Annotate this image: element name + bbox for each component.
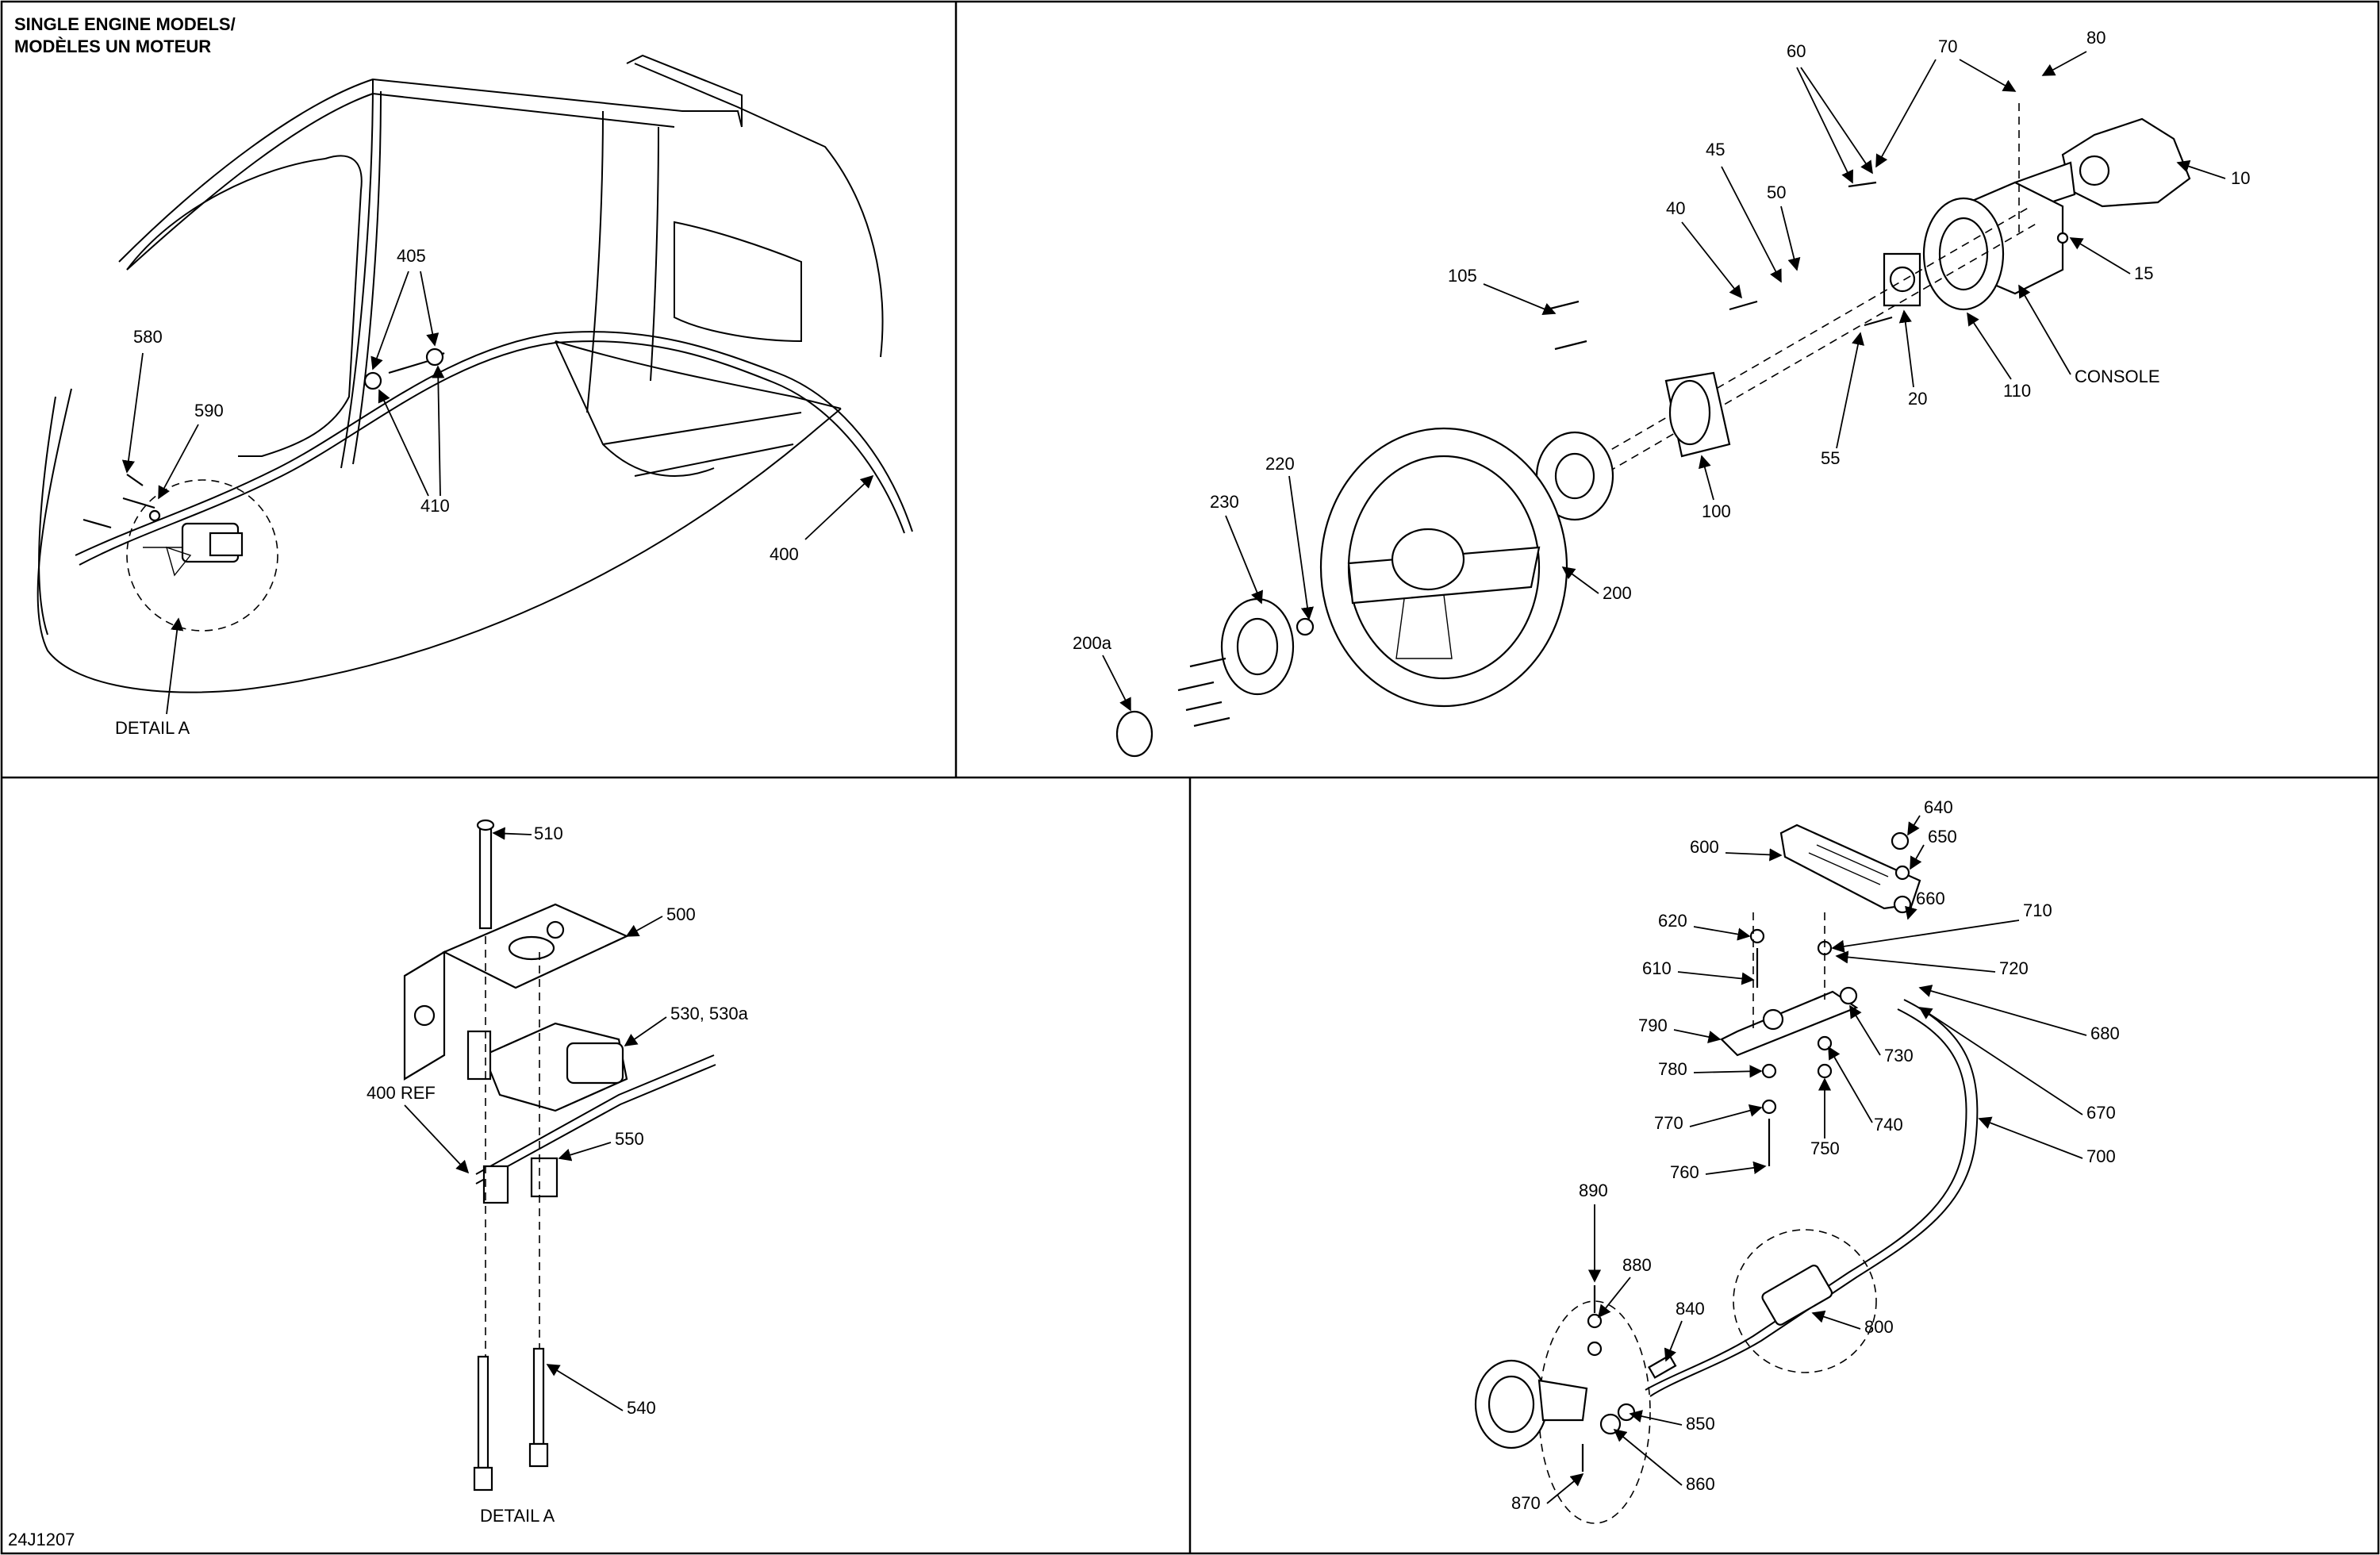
callout-580: 580 xyxy=(133,327,163,347)
adapter-ring-230 xyxy=(1220,597,1315,696)
callout-55: 55 xyxy=(1821,448,1840,468)
callout-600: 600 xyxy=(1690,837,1719,857)
callout-650: 650 xyxy=(1928,827,1957,847)
emblem-200a xyxy=(1115,710,1154,758)
panel-top-right: 60 70 80 10 15 45 50 40 105 20 110 CONSO… xyxy=(1073,28,2250,758)
callout-710: 710 xyxy=(2023,900,2052,920)
detail-a-circle xyxy=(126,479,278,632)
console-label: CONSOLE xyxy=(2075,367,2160,386)
callout-45: 45 xyxy=(1706,140,1725,159)
callout-200a: 200a xyxy=(1073,633,1112,653)
callout-730: 730 xyxy=(1884,1046,1914,1065)
panel-bottom-left: 510 500 530, 530a 400 REF 550 540 DETAIL… xyxy=(367,819,749,1526)
callout-760: 760 xyxy=(1670,1162,1699,1182)
callout-850: 850 xyxy=(1686,1414,1715,1434)
panel-title-line1: SINGLE ENGINE MODELS/ xyxy=(14,14,236,34)
callout-670: 670 xyxy=(2086,1103,2116,1123)
callout-750: 750 xyxy=(1810,1138,1840,1158)
callout-800: 800 xyxy=(1864,1317,1894,1337)
hub-adapter-100 xyxy=(1664,371,1731,458)
callout-740: 740 xyxy=(1874,1115,1903,1135)
callout-20: 20 xyxy=(1908,389,1927,409)
callout-80: 80 xyxy=(2086,28,2106,48)
panel-title-line2: MODÈLES UN MOTEUR xyxy=(14,36,211,56)
hull-outline-drawing xyxy=(36,54,913,693)
callout-220: 220 xyxy=(1265,454,1295,474)
callout-70: 70 xyxy=(1938,36,1957,56)
mounting-bracket-500 xyxy=(403,903,629,1081)
callout-680: 680 xyxy=(2090,1023,2120,1043)
callout-105: 105 xyxy=(1448,266,1477,286)
panel-top-left: SINGLE ENGINE MODELS/ MODÈLES UN MOTEUR xyxy=(14,14,913,738)
bezel-110 xyxy=(1922,197,2005,311)
panel-bottom-right: 640 650 600 660 710 620 720 610 680 790 … xyxy=(1474,797,2120,1524)
callout-100: 100 xyxy=(1702,501,1731,521)
callout-870: 870 xyxy=(1511,1493,1541,1513)
steering-housing-10 xyxy=(2013,117,2191,212)
callout-230: 230 xyxy=(1210,492,1239,512)
long-bolts-540 xyxy=(473,1347,549,1492)
callout-860: 860 xyxy=(1686,1474,1715,1494)
callout-620: 620 xyxy=(1658,911,1687,931)
callout-540: 540 xyxy=(627,1398,656,1418)
callout-780: 780 xyxy=(1658,1059,1687,1079)
callout-10: 10 xyxy=(2231,168,2250,188)
callout-110: 110 xyxy=(2003,381,2031,401)
callout-530: 530, 530a xyxy=(670,1004,749,1023)
callout-550: 550 xyxy=(615,1129,644,1149)
callout-890: 890 xyxy=(1579,1181,1608,1200)
callout-640: 640 xyxy=(1924,797,1953,817)
callout-610: 610 xyxy=(1642,958,1672,978)
detail-a-caption-top: DETAIL A xyxy=(115,718,190,738)
detail-circle-800 xyxy=(1733,1229,1877,1373)
callout-40: 40 xyxy=(1666,198,1685,218)
clamp-set-405 xyxy=(363,347,445,390)
callout-405: 405 xyxy=(397,246,426,266)
steering-wheel-200 xyxy=(1319,427,1568,708)
callout-790: 790 xyxy=(1638,1016,1668,1035)
drawing-id: 24J1207 xyxy=(8,1530,75,1549)
detail-a-caption-bottom: DETAIL A xyxy=(480,1506,555,1526)
callouts-top-left: 580 590 405 410 400 xyxy=(121,246,874,715)
detail-circle-gear xyxy=(1474,1300,1651,1524)
callout-60: 60 xyxy=(1787,41,1806,61)
callout-200: 200 xyxy=(1603,583,1632,603)
callout-660: 660 xyxy=(1916,889,1945,908)
bolt-set-detail-a xyxy=(83,474,161,529)
lever-arm-790 xyxy=(1720,990,1859,1057)
callout-500: 500 xyxy=(666,904,696,924)
long-bolt-510 xyxy=(476,819,495,930)
callout-840: 840 xyxy=(1676,1299,1705,1319)
hub-spacer xyxy=(1535,431,1614,521)
callouts-bottom-left: 510 500 530, 530a 400 REF 550 540 xyxy=(367,824,749,1418)
sensor-assembly-530 xyxy=(466,1022,628,1112)
shift-cable-700 xyxy=(1649,999,1979,1397)
callout-15: 15 xyxy=(2134,263,2153,283)
callout-510: 510 xyxy=(534,824,563,843)
callouts-bottom-right: 640 650 600 660 710 620 720 610 680 790 … xyxy=(1511,797,2120,1513)
callouts-top-right: 60 70 80 10 15 45 50 40 105 20 110 CONSO… xyxy=(1073,28,2250,712)
throttle-cable-400 xyxy=(475,1054,715,1175)
callout-720: 720 xyxy=(1999,958,2029,978)
bracket-20 xyxy=(1883,252,1921,307)
callout-410: 410 xyxy=(420,496,450,516)
callout-770: 770 xyxy=(1654,1113,1683,1133)
callout-700: 700 xyxy=(2086,1146,2116,1166)
callout-590: 590 xyxy=(194,401,224,420)
hardware-bottom-right xyxy=(1581,831,1912,1472)
callout-50: 50 xyxy=(1767,182,1786,202)
callout-400-ref: 400 REF xyxy=(367,1083,436,1103)
callout-880: 880 xyxy=(1622,1255,1652,1275)
bushing-550 xyxy=(482,1157,559,1204)
callout-400: 400 xyxy=(770,544,799,564)
